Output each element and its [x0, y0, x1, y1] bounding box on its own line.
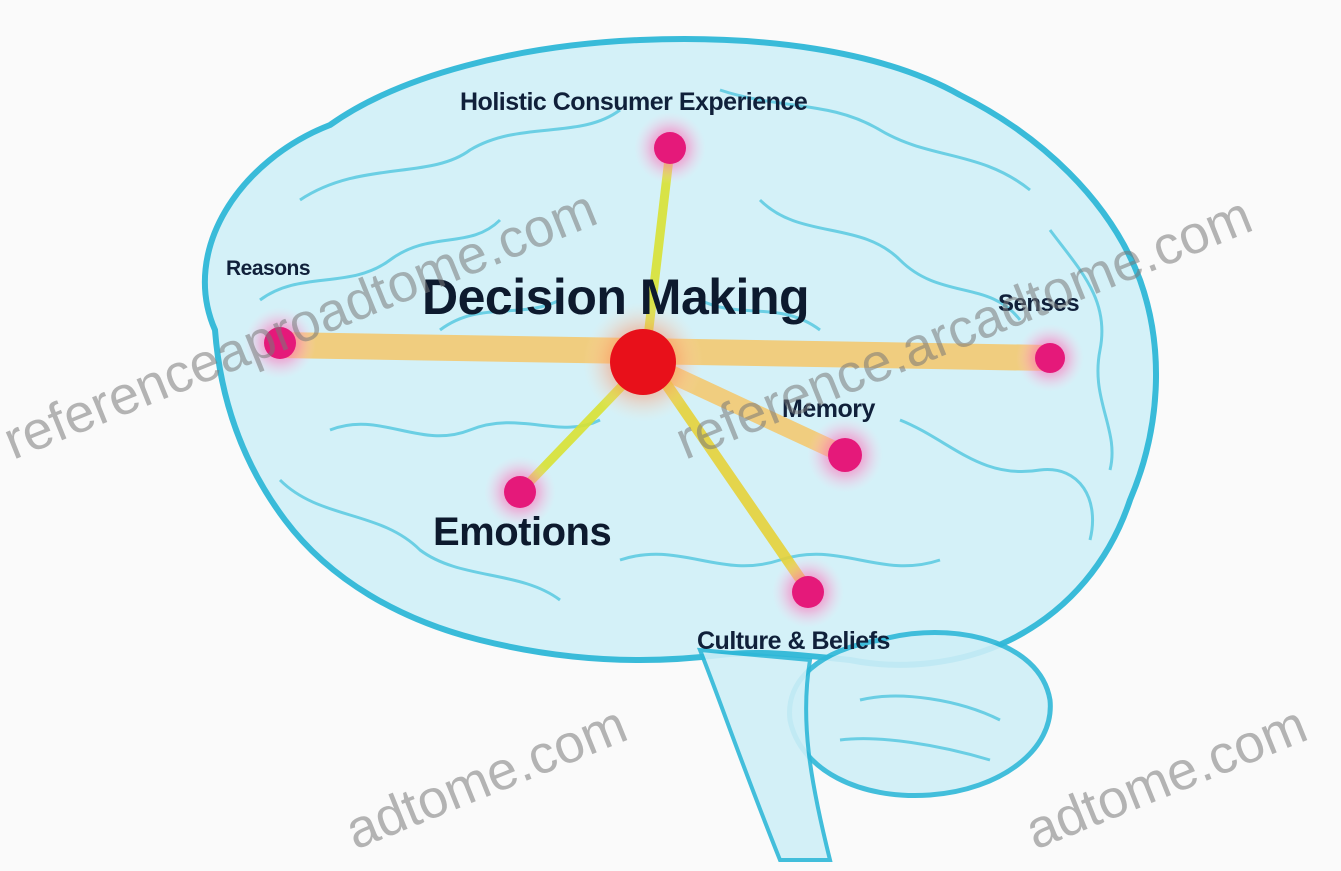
label-senses: Senses: [998, 290, 1080, 317]
node-emotions: [484, 456, 556, 528]
nodes: [244, 112, 1084, 628]
node-reasons: [244, 307, 316, 379]
connector-culture: [654, 369, 814, 596]
label-decision-making: Decision Making: [422, 269, 810, 325]
brain-folds: [259, 88, 1114, 762]
brain-stem-shape: [696, 647, 833, 862]
cerebellum-shape: [787, 630, 1053, 799]
label-reasons: Reasons: [226, 257, 311, 280]
label-emotions: Emotions: [433, 510, 612, 554]
label-holistic: Holistic Consumer Experience: [460, 88, 808, 116]
node-holistic: [634, 112, 706, 184]
label-memory: Memory: [782, 395, 875, 423]
node-culture: [772, 556, 844, 628]
node-decision-making: [583, 302, 703, 422]
label-culture: Culture & Beliefs: [697, 627, 890, 655]
node-senses: [1016, 324, 1084, 392]
node-memory: [807, 417, 883, 493]
